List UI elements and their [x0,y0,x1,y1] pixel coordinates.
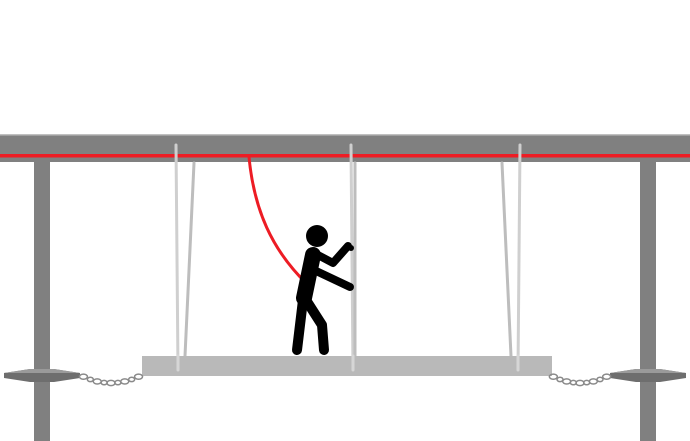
chain-link [561,378,572,385]
left-post [34,160,50,441]
chain-link [106,379,116,387]
safety-line [0,154,690,158]
rope [174,143,180,372]
chain-link [127,376,136,383]
chain-link [100,379,108,386]
chain-link [601,373,612,381]
overhead-beam [0,134,690,162]
beam-highlight [0,134,690,136]
chain-link [78,373,89,381]
chains [78,373,612,387]
rope [183,161,196,358]
rope [349,143,355,372]
right-post [640,160,656,441]
rope [516,143,522,372]
chain-link [114,379,122,386]
suspension-ropes [174,143,522,372]
rope [500,161,513,358]
chain-link [92,378,102,385]
person-pushing-icon [292,225,354,355]
chain-link [548,373,559,381]
swinging-platform [142,356,552,376]
chain-link [133,373,144,381]
chain-link [86,376,95,383]
chain-link [596,376,604,383]
chain-link [120,378,130,385]
chain-link [575,379,585,387]
chain-link [588,378,599,385]
safety-lanyard [247,156,309,286]
